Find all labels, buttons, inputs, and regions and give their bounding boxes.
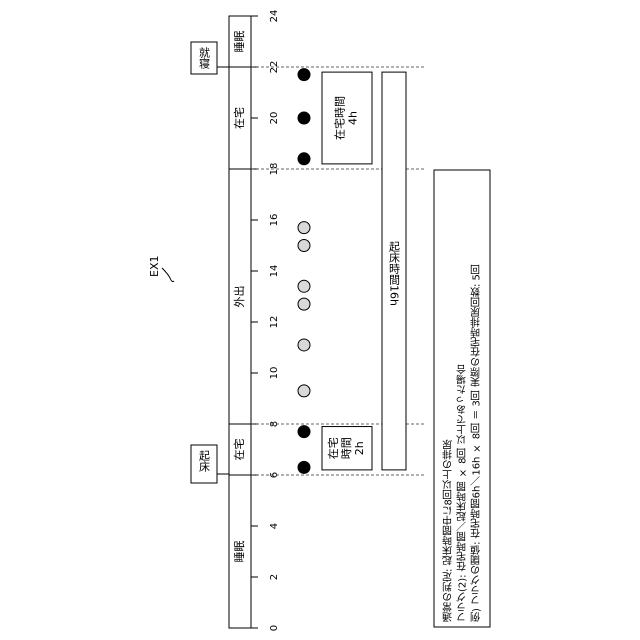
wake-callout: 起床 xyxy=(191,445,229,483)
time-axis: 024681012141618202224 xyxy=(251,10,280,632)
segment-label: 在宅 xyxy=(232,107,246,129)
figure-label-text: EX1 xyxy=(148,256,161,277)
outing-urination-dot xyxy=(298,222,310,234)
axis-tick-label: 4 xyxy=(269,523,280,529)
figure-label: EX1 xyxy=(148,256,174,282)
urination-events xyxy=(298,69,310,474)
home-time-text: 4h xyxy=(347,111,360,125)
outing-urination-dot xyxy=(298,280,310,292)
note-line-2: フラグ(2): 在宅時間／起床時間 × 8回 以上であった場合 xyxy=(457,364,469,622)
figure-label-leader xyxy=(162,268,174,282)
home-time-boxes: 在宅時間2h在宅時間4h xyxy=(322,72,372,470)
axis-tick-label: 0 xyxy=(269,625,280,631)
wake-time-box: 起床時間16h xyxy=(382,72,406,470)
home-urination-dot xyxy=(298,153,310,165)
axis-tick-label: 14 xyxy=(269,265,280,278)
bed-callout: 就寝 xyxy=(191,42,229,74)
home-urination-dot xyxy=(298,426,310,438)
axis-tick-label: 12 xyxy=(269,316,280,329)
wake-label: 起床 xyxy=(198,450,211,473)
axis-tick-label: 20 xyxy=(269,112,280,125)
outing-urination-dot xyxy=(298,339,310,351)
axis-tick-label: 16 xyxy=(269,214,280,227)
note-line-3: 例) フラグの閾値: 在宅時間6h／16h × 8回 ＝ 3回 実際の在宅時排尿… xyxy=(471,263,483,623)
home-time-text: 在宅時間 xyxy=(333,96,347,140)
axis-tick-label: 2 xyxy=(269,574,280,580)
home-time-text: 時間 xyxy=(340,437,353,459)
outing-urination-dot xyxy=(298,240,310,252)
home-time-text: 2h xyxy=(353,441,366,455)
segment-label: 睡眠 xyxy=(233,31,246,53)
axis-tick-label: 24 xyxy=(269,10,280,23)
home-time-text: 在宅 xyxy=(326,437,340,459)
axis-tick-label: 10 xyxy=(269,367,280,380)
outing-urination-dot xyxy=(298,298,310,310)
note-box: 通常の判定: 起床時間中に8回以上の排尿 フラグ(2): 在宅時間／起床時間 ×… xyxy=(434,170,490,627)
outing-urination-dot xyxy=(298,385,310,397)
home-urination-dot xyxy=(298,461,310,473)
segment-label: 在宅 xyxy=(232,439,246,461)
activity-segments: 睡眠在宅外出在宅睡眠 xyxy=(229,31,251,563)
wake-time-label: 起床時間16h xyxy=(388,241,401,306)
home-urination-dot xyxy=(298,69,310,81)
segment-label: 外出 xyxy=(232,286,246,308)
note-line-1: 通常の判定: 起床時間中に8回以上の排尿 xyxy=(443,439,455,622)
segment-label: 睡眠 xyxy=(233,541,246,563)
bed-label: 就寝 xyxy=(198,46,211,69)
home-urination-dot xyxy=(298,112,310,124)
